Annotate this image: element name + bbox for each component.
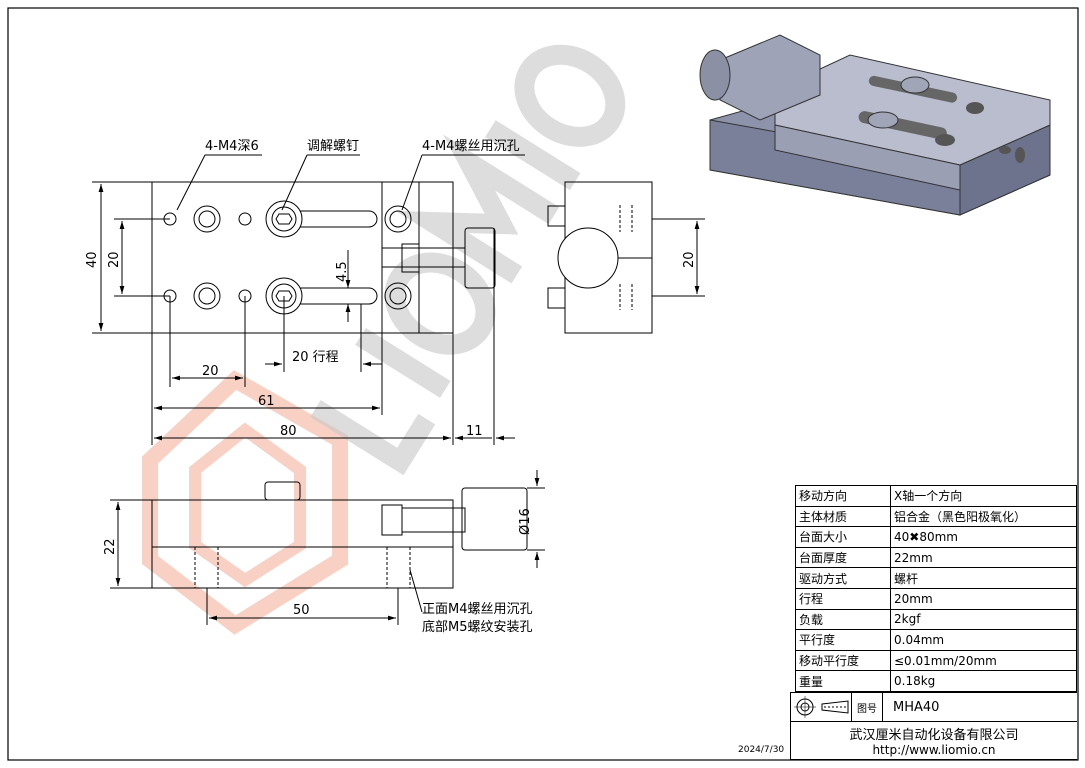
spec-value: 22mm xyxy=(890,546,1077,569)
spec-value: X轴一个方向 xyxy=(890,485,1077,507)
company-name: 武汉厘米自动化设备有限公司 xyxy=(849,728,1019,743)
spec-value: 0.04mm xyxy=(890,629,1077,651)
spec-key: 台面大小 xyxy=(795,526,891,548)
dim-20: 20 xyxy=(202,364,219,379)
dim-side-20: 20 xyxy=(682,251,697,268)
spec-key: 移动平行度 xyxy=(795,649,891,672)
drawing-no: MHA40 xyxy=(893,699,940,715)
spec-key: 主体材质 xyxy=(795,505,891,528)
dim-80: 80 xyxy=(280,424,297,439)
sheet-border xyxy=(7,7,1079,761)
spec-value: 螺杆 xyxy=(890,567,1077,589)
spec-key: 驱动方式 xyxy=(795,567,891,589)
drawing-date: 2024/7/30 xyxy=(738,745,785,755)
spec-key: 台面厚度 xyxy=(795,546,891,569)
table-row: 驱动方式螺杆 xyxy=(795,567,1077,589)
callout-counterbore: 4-M4螺丝用沉孔 xyxy=(422,139,519,154)
company-url[interactable]: http://www.liomio.cn xyxy=(872,743,996,757)
spec-key: 重量 xyxy=(795,670,891,692)
spec-value: 铝合金（黑色阳极氧化） xyxy=(890,505,1077,528)
spec-key: 平行度 xyxy=(795,629,891,651)
dim-61: 61 xyxy=(258,394,275,409)
projection-symbol xyxy=(791,693,852,721)
spec-key: 负载 xyxy=(795,608,891,631)
spec-value: ≤0.01mm/20mm xyxy=(890,649,1077,672)
spec-key: 行程 xyxy=(795,587,891,610)
dim-travel: 20 行程 xyxy=(292,350,339,365)
title-block: 图号 MHA40 武汉厘米自动化设备有限公司 http://www.liomio… xyxy=(790,692,1077,760)
spec-value: 20mm xyxy=(890,587,1077,610)
callout-bottom-holes: 底部M5螺纹安装孔 xyxy=(422,619,533,635)
spec-value: 2kgf xyxy=(890,608,1077,631)
dim-20-vertical: 20 xyxy=(107,251,122,268)
dim-dia-16: Ø16 xyxy=(518,508,533,535)
drawing-no-label: 图号 xyxy=(852,693,883,721)
table-row: 主体材质铝合金（黑色阳极氧化） xyxy=(795,505,1077,528)
side-view xyxy=(547,181,705,334)
product-3d-render xyxy=(699,34,1051,216)
spec-value: 0.18kg xyxy=(890,670,1077,692)
callout-adjust-screw: 调解螺钉 xyxy=(307,139,359,154)
dim-22: 22 xyxy=(103,538,118,555)
watermark-lettering xyxy=(310,44,626,476)
callout-front-counterbore: 正面M4螺丝用沉孔 xyxy=(422,602,533,617)
top-view xyxy=(92,154,525,445)
spec-value: 40✖80mm xyxy=(890,526,1077,548)
projection-circle-icon xyxy=(793,696,816,718)
projection-cone-icon xyxy=(821,700,848,714)
dim-40: 40 xyxy=(85,251,100,268)
dim-50: 50 xyxy=(293,603,310,618)
callout-tapped-holes: 4-M4深6 xyxy=(205,139,259,154)
spec-key: 移动方向 xyxy=(795,485,891,507)
table-row: 移动平行度≤0.01mm/20mm xyxy=(795,649,1077,672)
front-view xyxy=(110,470,545,625)
dim-11: 11 xyxy=(466,424,483,439)
dim-4-5: 4.5 xyxy=(335,261,350,282)
